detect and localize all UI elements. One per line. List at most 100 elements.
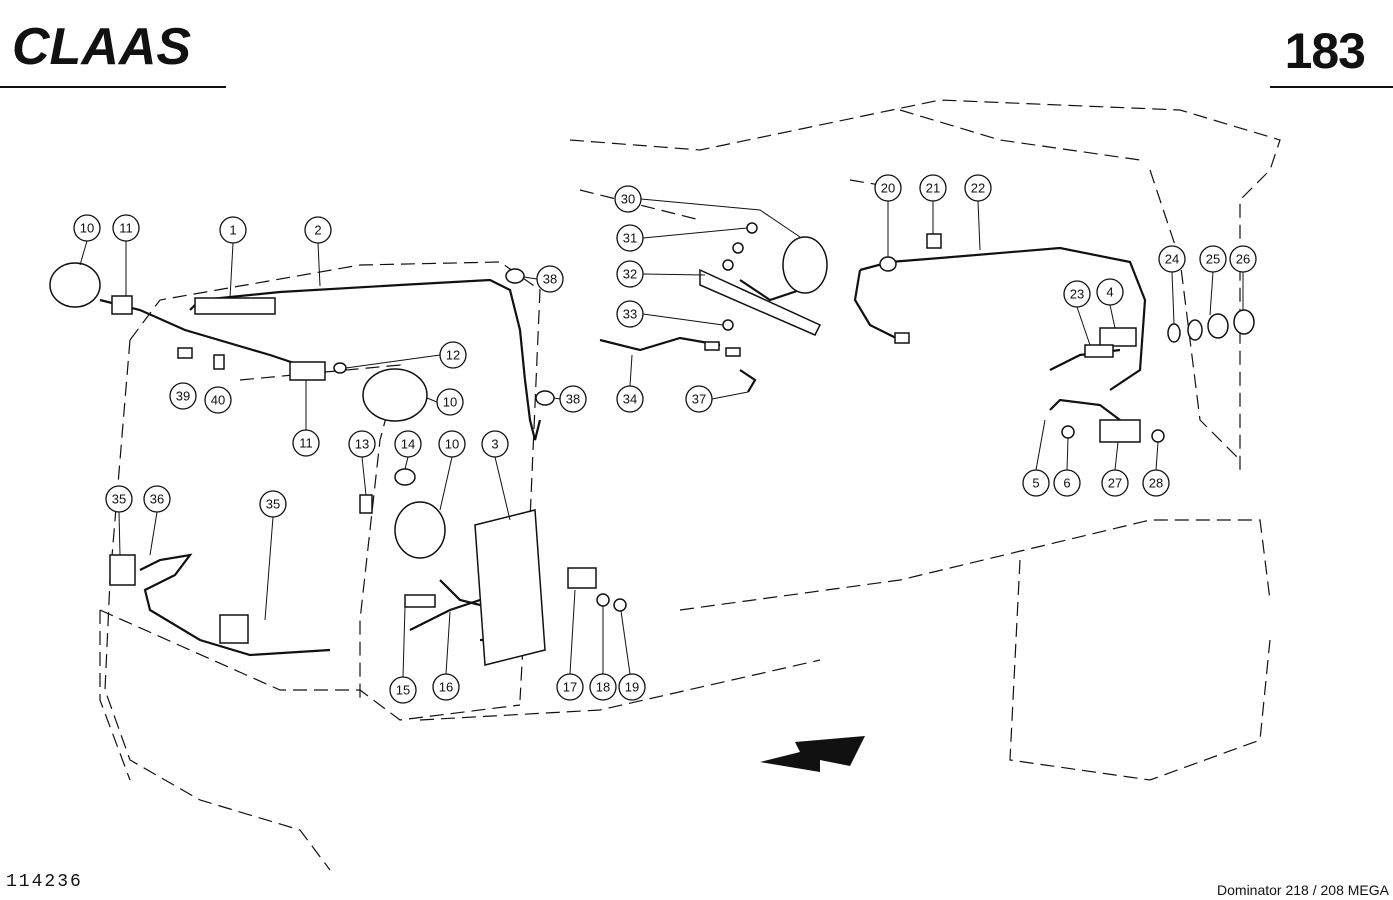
callout-11: 11 bbox=[292, 429, 320, 457]
svg-text:12: 12 bbox=[446, 348, 460, 363]
plate-icon bbox=[219, 614, 249, 644]
svg-text:22: 22 bbox=[971, 181, 985, 196]
callout-14: 14 bbox=[394, 430, 422, 458]
direction-arrow-icon bbox=[760, 736, 865, 772]
svg-text:23: 23 bbox=[1070, 287, 1084, 302]
callout-1: 1 bbox=[219, 216, 247, 244]
switch-icon bbox=[567, 567, 597, 589]
grommet-icon bbox=[505, 268, 525, 284]
svg-text:10: 10 bbox=[443, 395, 457, 410]
svg-text:3: 3 bbox=[491, 437, 498, 452]
bearing-icon bbox=[1233, 309, 1255, 335]
svg-text:10: 10 bbox=[445, 437, 459, 452]
callout-35: 35 bbox=[105, 485, 133, 513]
bracket-icon bbox=[194, 297, 276, 315]
svg-text:37: 37 bbox=[692, 392, 706, 407]
callout-38: 38 bbox=[559, 385, 587, 413]
svg-text:35: 35 bbox=[112, 492, 126, 507]
callout-22: 22 bbox=[964, 174, 992, 202]
beacon-lamp-icon bbox=[782, 236, 828, 294]
bracket-icon bbox=[1099, 327, 1137, 347]
callout-35: 35 bbox=[259, 490, 287, 518]
callout-13: 13 bbox=[348, 430, 376, 458]
callout-25: 25 bbox=[1199, 245, 1227, 273]
callout-6: 6 bbox=[1053, 469, 1081, 497]
svg-text:13: 13 bbox=[355, 437, 369, 452]
callout-30: 30 bbox=[614, 185, 642, 213]
callout-39: 39 bbox=[169, 382, 197, 410]
leader-lines bbox=[79, 198, 1244, 678]
nut-icon bbox=[722, 259, 734, 271]
callout-38: 38 bbox=[536, 265, 564, 293]
callout-5: 5 bbox=[1022, 469, 1050, 497]
callout-10: 10 bbox=[436, 388, 464, 416]
nut-icon bbox=[722, 319, 734, 331]
grommet-icon bbox=[535, 390, 555, 406]
callout-40: 40 bbox=[204, 386, 232, 414]
svg-text:14: 14 bbox=[401, 437, 415, 452]
washer-icon bbox=[732, 242, 744, 254]
beacon-bracket-icon bbox=[699, 268, 822, 336]
svg-text:11: 11 bbox=[299, 436, 313, 451]
callout-2: 2 bbox=[304, 216, 332, 244]
svg-text:33: 33 bbox=[623, 307, 637, 322]
callout-10: 10 bbox=[438, 430, 466, 458]
svg-text:25: 25 bbox=[1206, 252, 1220, 267]
claas-logo: CLAAS bbox=[12, 18, 191, 72]
relay-icon bbox=[404, 594, 436, 608]
callout-27: 27 bbox=[1101, 469, 1129, 497]
svg-text:6: 6 bbox=[1063, 476, 1070, 491]
bolt-icon bbox=[746, 222, 758, 234]
svg-text:16: 16 bbox=[439, 680, 453, 695]
svg-text:39: 39 bbox=[176, 389, 190, 404]
svg-text:18: 18 bbox=[596, 680, 610, 695]
svg-text:1: 1 bbox=[229, 223, 236, 238]
svg-text:28: 28 bbox=[1149, 476, 1163, 491]
header-rule-left bbox=[0, 86, 226, 88]
bracket-icon bbox=[111, 295, 133, 315]
callout-21: 21 bbox=[919, 174, 947, 202]
sensor-icon bbox=[1084, 344, 1114, 358]
callout-37: 37 bbox=[685, 385, 713, 413]
nut-icon bbox=[1061, 425, 1075, 439]
svg-text:38: 38 bbox=[543, 272, 557, 287]
svg-text:10: 10 bbox=[80, 221, 94, 236]
callout-32: 32 bbox=[616, 260, 644, 288]
svg-text:32: 32 bbox=[623, 267, 637, 282]
connector-icon bbox=[725, 347, 741, 357]
drawing-number: 114236 bbox=[6, 872, 83, 892]
work-lamp-icon bbox=[49, 262, 101, 308]
work-lamp-icon bbox=[394, 501, 446, 559]
svg-text:40: 40 bbox=[211, 393, 225, 408]
warning-buzzer-icon bbox=[1099, 419, 1141, 443]
svg-text:11: 11 bbox=[119, 221, 133, 236]
grommet-icon bbox=[879, 256, 897, 272]
claas-logo-text: CLAAS bbox=[12, 18, 191, 72]
nut-icon bbox=[613, 598, 627, 612]
svg-text:5: 5 bbox=[1032, 476, 1039, 491]
bulb-icon bbox=[394, 468, 416, 486]
svg-text:26: 26 bbox=[1236, 252, 1250, 267]
svg-text:34: 34 bbox=[623, 392, 637, 407]
model-caption: Dominator 218 / 208 MEGA bbox=[1217, 882, 1389, 898]
bearing-icon bbox=[1207, 313, 1229, 339]
connector-icon bbox=[704, 341, 720, 351]
svg-text:31: 31 bbox=[623, 231, 637, 246]
svg-text:38: 38 bbox=[566, 392, 580, 407]
svg-text:27: 27 bbox=[1108, 476, 1122, 491]
washer-icon bbox=[1187, 319, 1203, 341]
work-lamp-icon bbox=[362, 368, 428, 422]
machine-outline bbox=[99, 99, 1281, 871]
callout-10: 10 bbox=[73, 214, 101, 242]
washer-icon bbox=[596, 593, 610, 607]
svg-text:4: 4 bbox=[1106, 285, 1113, 300]
callout-15: 15 bbox=[389, 676, 417, 704]
svg-text:30: 30 bbox=[621, 192, 635, 207]
callout-28: 28 bbox=[1142, 469, 1170, 497]
header-rule-right bbox=[1270, 86, 1393, 88]
page-number: 183 bbox=[1284, 23, 1366, 79]
callout-11: 11 bbox=[112, 214, 140, 242]
callout-31: 31 bbox=[616, 224, 644, 252]
svg-text:36: 36 bbox=[150, 492, 164, 507]
